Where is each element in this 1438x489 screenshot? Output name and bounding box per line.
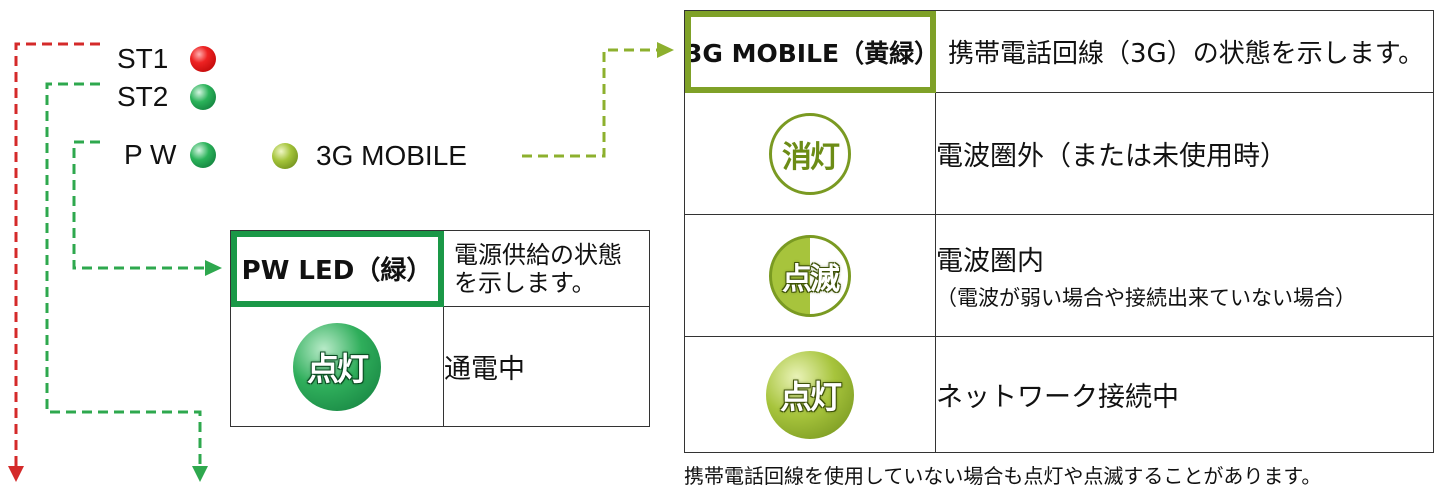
mobile-led-icon bbox=[272, 143, 298, 169]
mobile-blink-status-sub: （電波が弱い場合や接続出来ていない場合） bbox=[936, 286, 1356, 310]
st1-label: ST1 bbox=[117, 43, 169, 74]
pw-status-text: 通電中 bbox=[444, 354, 525, 385]
mobile-blink-status-text: 電波圏内 bbox=[936, 246, 1044, 277]
mobile-off-status-cell: 電波圏外（または未使用時） bbox=[935, 92, 1434, 215]
mobile-header-desc-text: 携帯電話回線（3G）の状態を示します。 bbox=[948, 39, 1425, 69]
mobile-header-label-text: 3G MOBILE（黄緑） bbox=[685, 38, 940, 68]
pw-table-header-desc: 電源供給の状態を示します。 bbox=[443, 230, 650, 307]
mobile-blink-badge-cell: 点滅 bbox=[684, 214, 936, 337]
mobile-arrow bbox=[657, 42, 674, 58]
mobile-table-header-label: 3G MOBILE（黄緑） bbox=[684, 10, 940, 93]
pw-table-header-label: PW LED（緑） bbox=[230, 230, 444, 307]
mobile-off-badge-icon: 消灯 bbox=[769, 112, 851, 195]
st2-label: ST2 bbox=[117, 81, 169, 112]
pw-badge-cell: 点灯 bbox=[230, 306, 444, 427]
st1-arrow bbox=[8, 466, 24, 482]
mobile-blink-badge-icon: 点滅 bbox=[769, 234, 851, 317]
mobile-on-status-cell: ネットワーク接続中 bbox=[935, 336, 1434, 453]
pw-status-cell: 通電中 bbox=[443, 306, 650, 427]
pw-arrow bbox=[205, 260, 222, 276]
pw-connector bbox=[72, 140, 208, 270]
st1-connector bbox=[14, 42, 100, 468]
mobile-label: 3G MOBILE bbox=[316, 140, 467, 171]
pw-header-label-text: PW LED（緑） bbox=[241, 256, 433, 286]
st2-led-icon bbox=[190, 84, 216, 110]
mobile-on-badge-cell: 点灯 bbox=[684, 336, 936, 453]
pw-on-badge-icon: 点灯 bbox=[293, 322, 381, 411]
pw-led-icon bbox=[190, 142, 216, 168]
mobile-off-badge-cell: 消灯 bbox=[684, 92, 936, 215]
mobile-blink-status-cell: 電波圏内 （電波が弱い場合や接続出来ていない場合） bbox=[935, 214, 1434, 337]
pw-header-desc-text: 電源供給の状態を示します。 bbox=[454, 240, 622, 297]
mobile-led-table: 3G MOBILE（黄緑） 携帯電話回線（3G）の状態を示します。 消灯 電波圏… bbox=[684, 10, 1434, 453]
st2-arrow bbox=[192, 466, 208, 482]
st2-connector bbox=[45, 82, 202, 468]
pw-label: P W bbox=[124, 139, 177, 170]
mobile-table-header-desc: 携帯電話回線（3G）の状態を示します。 bbox=[935, 10, 1434, 93]
mobile-off-status-text: 電波圏外（または未使用時） bbox=[936, 141, 1287, 172]
mobile-on-badge-icon: 点灯 bbox=[766, 350, 854, 439]
mobile-connector bbox=[522, 48, 660, 158]
pw-led-table: PW LED（緑） 電源供給の状態を示します。 点灯 通電中 bbox=[230, 230, 650, 427]
st1-led-icon bbox=[190, 46, 216, 72]
mobile-on-status-text: ネットワーク接続中 bbox=[936, 382, 1179, 413]
footnote: 携帯電話回線を使用していない場合も点灯や点滅することがあります。 bbox=[684, 464, 1322, 488]
